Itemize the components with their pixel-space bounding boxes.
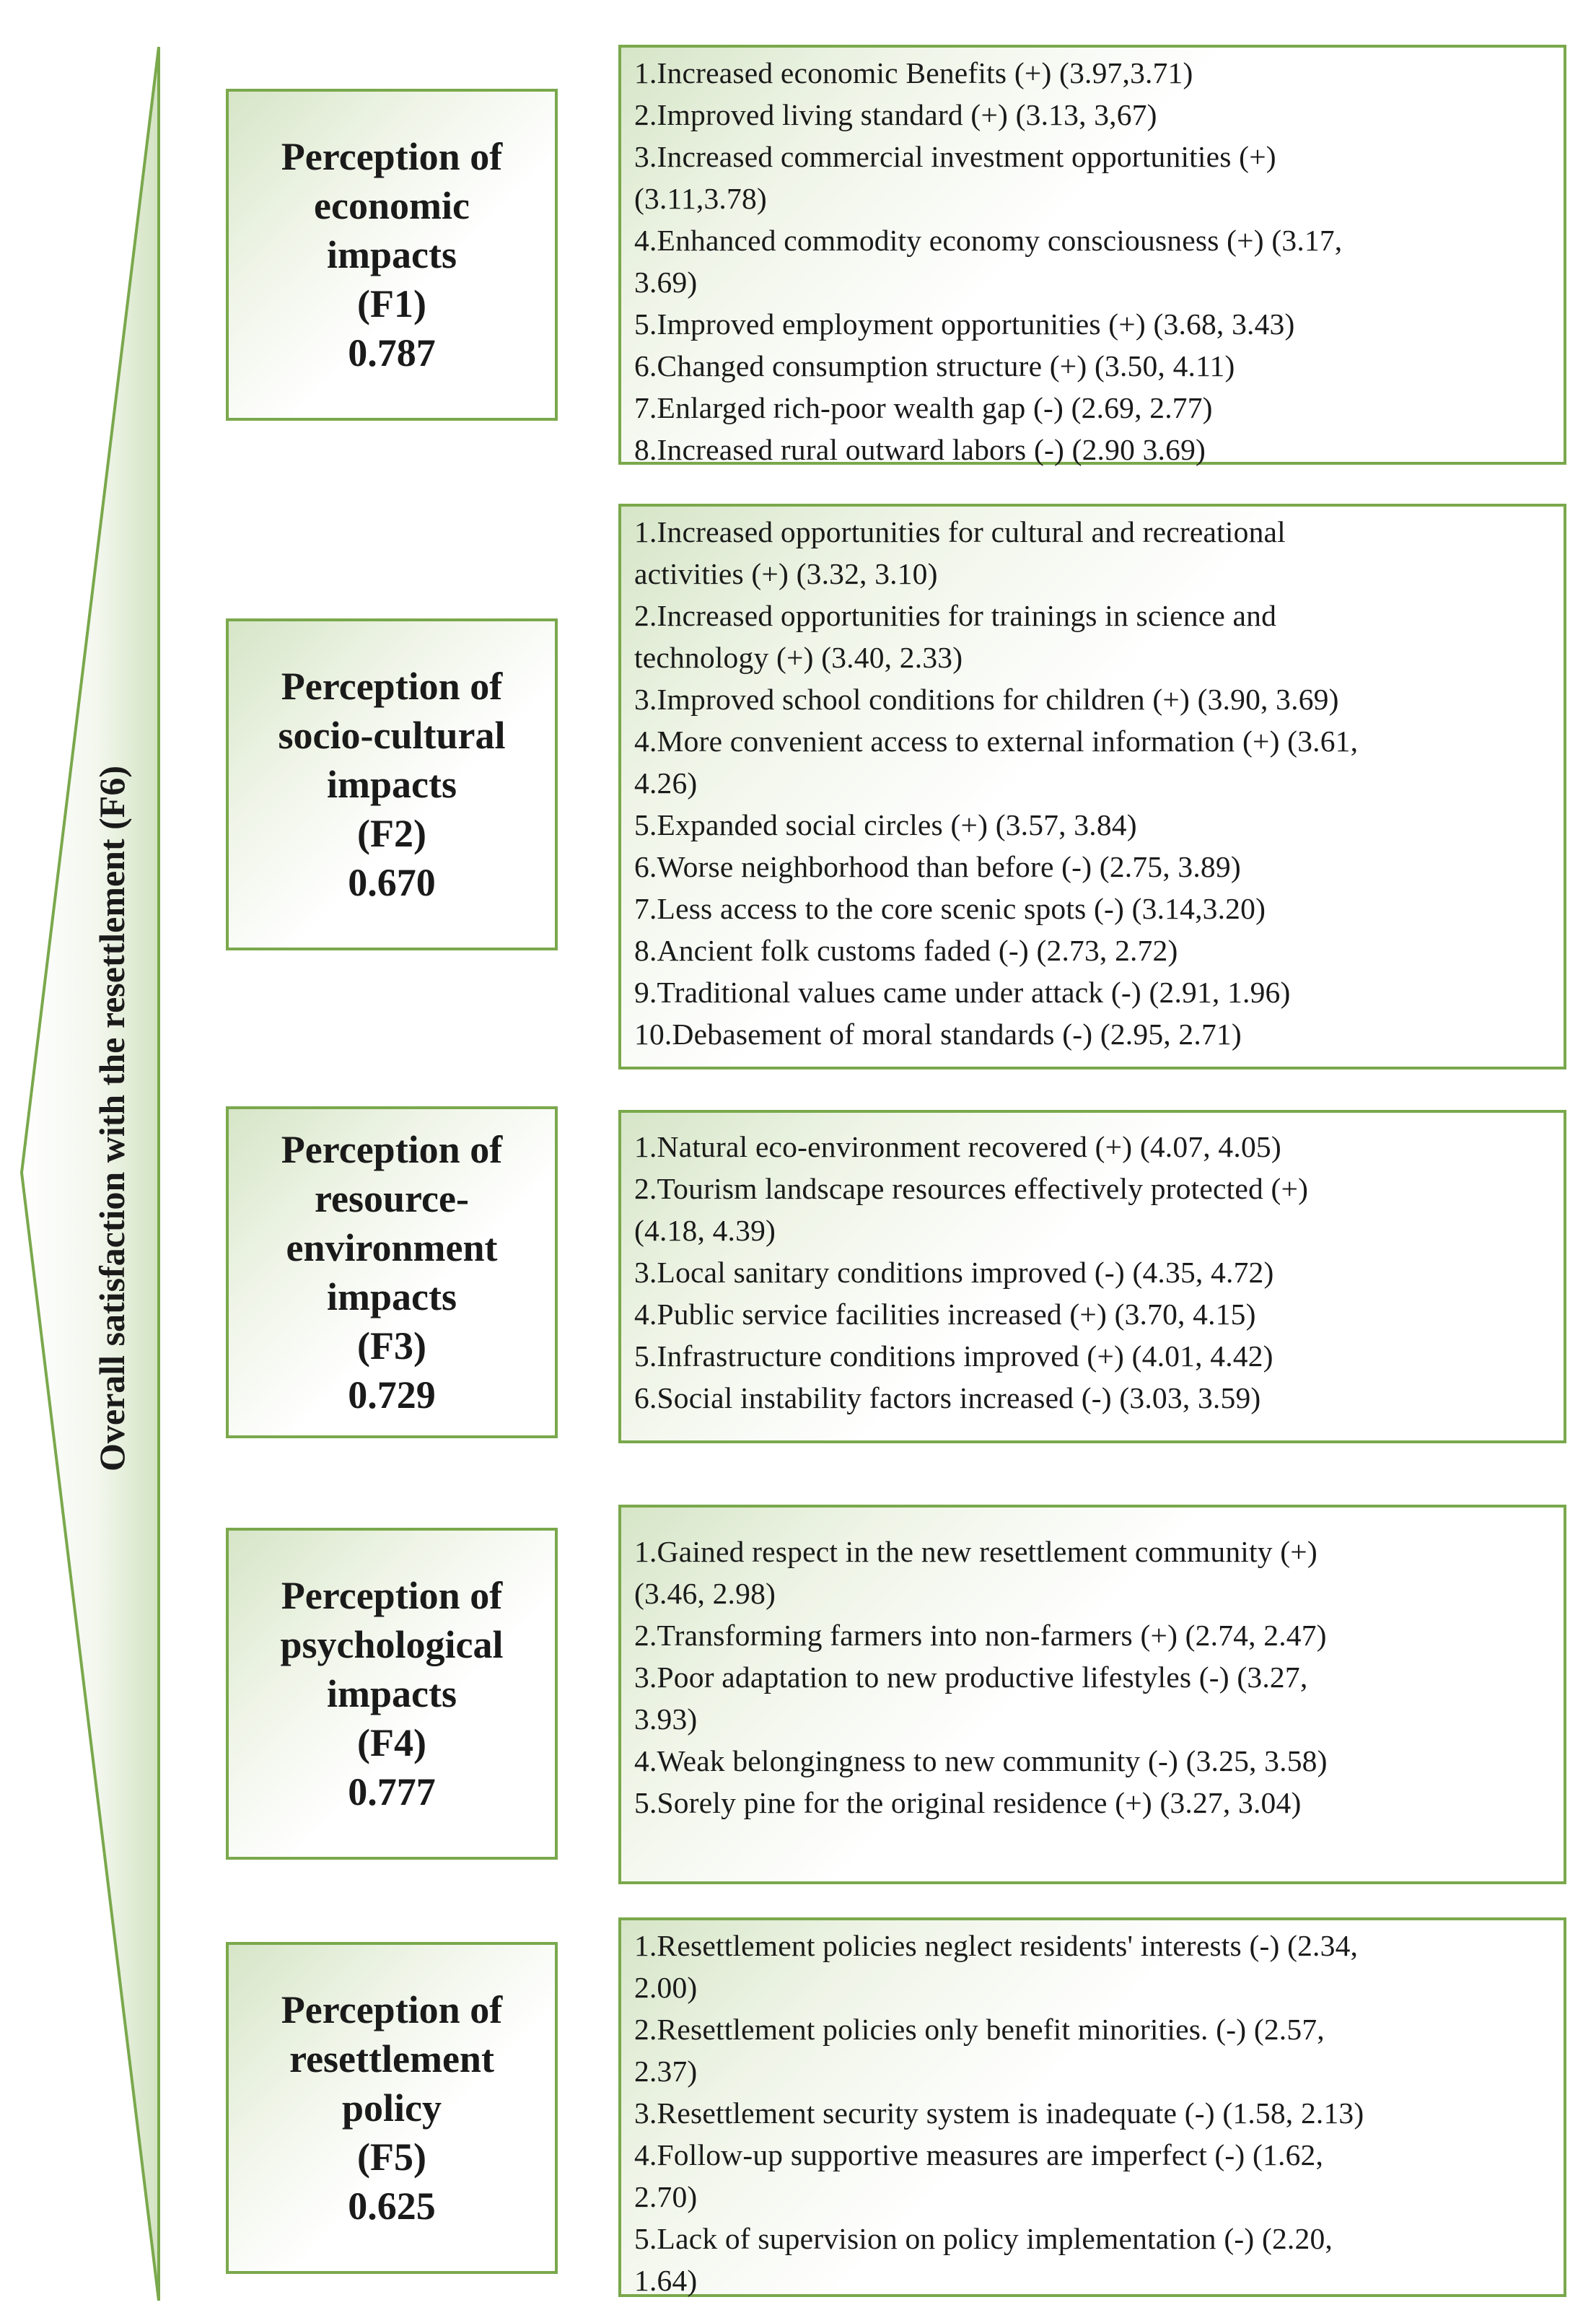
factor-value: 0.787 bbox=[348, 331, 436, 375]
item-line: 4.Follow-up supportive measures are impe… bbox=[634, 2138, 1324, 2171]
factor-title-line: Perception of bbox=[281, 1128, 503, 1171]
item-line: (4.18, 4.39) bbox=[634, 1214, 776, 1247]
item-line: 1.Gained respect in the new resettlement… bbox=[634, 1535, 1317, 1568]
item-line: 2.70) bbox=[634, 2180, 698, 2213]
factor-box-resource-environment: Perception of resource- environment impa… bbox=[226, 1106, 558, 1438]
factor-title-line: resource- bbox=[315, 1177, 469, 1220]
factor-box-psychological: Perception of psychological impacts (F4)… bbox=[226, 1528, 558, 1860]
item-line: 6.Changed consumption structure (+) (3.5… bbox=[634, 349, 1235, 382]
item-line: (3.46, 2.98) bbox=[634, 1577, 776, 1610]
item-line: 4.Weak belongingness to new community (-… bbox=[634, 1744, 1328, 1777]
items-box-psychological: 1.Gained respect in the new resettlement… bbox=[618, 1505, 1566, 1884]
item-line: 5.Infrastructure conditions improved (+)… bbox=[634, 1339, 1273, 1373]
item-line: activities (+) (3.32, 3.10) bbox=[634, 557, 938, 590]
item-line: 3.Improved school conditions for childre… bbox=[634, 683, 1339, 716]
items-box-resource-environment: 1.Natural eco-environment recovered (+) … bbox=[618, 1110, 1566, 1443]
factor-title-line: impacts bbox=[327, 1672, 457, 1715]
factor-title-line: impacts bbox=[327, 1275, 457, 1318]
factor-title-line: Perception of bbox=[281, 135, 503, 178]
factor-code: (F3) bbox=[357, 1324, 426, 1368]
factor-box-economic: Perception of economic impacts (F1) 0.78… bbox=[226, 89, 558, 421]
item-line: 4.Public service facilities increased (+… bbox=[634, 1298, 1256, 1331]
factor-code: (F1) bbox=[357, 282, 426, 325]
factor-title-line: economic bbox=[314, 184, 470, 227]
factor-code: (F2) bbox=[357, 812, 426, 855]
item-line: 4.More convenient access to external inf… bbox=[634, 725, 1359, 758]
item-line: 5.Improved employment opportunities (+) … bbox=[634, 307, 1295, 341]
factor-title-line: Perception of bbox=[281, 1574, 503, 1617]
wedge-shape bbox=[19, 46, 160, 2301]
item-line: 4.Enhanced commodity economy consciousne… bbox=[634, 224, 1343, 257]
item-line: 2.Improved living standard (+) (3.13, 3,… bbox=[634, 98, 1157, 131]
item-line: 1.Increased economic Benefits (+) (3.97,… bbox=[634, 56, 1193, 89]
item-line: 3.69) bbox=[634, 266, 698, 299]
factor-title-line: Perception of bbox=[281, 665, 503, 708]
item-line: 3.Local sanitary conditions improved (-)… bbox=[634, 1256, 1274, 1289]
item-line: 2.Transforming farmers into non-farmers … bbox=[634, 1619, 1327, 1652]
item-line: 3.Poor adaptation to new productive life… bbox=[634, 1661, 1308, 1694]
item-line: 1.Increased opportunities for cultural a… bbox=[634, 515, 1286, 548]
item-line: 2.37) bbox=[634, 2055, 698, 2088]
item-line: 2.Increased opportunities for trainings … bbox=[634, 599, 1277, 632]
factor-value: 0.625 bbox=[348, 2184, 436, 2228]
factor-title-line: resettlement bbox=[289, 2037, 494, 2081]
item-line: 7.Less access to the core scenic spots (… bbox=[634, 892, 1266, 925]
item-line: 5.Sorely pine for the original residence… bbox=[634, 1786, 1302, 1819]
items-box-resettlement-policy: 1.Resettlement policies neglect resident… bbox=[618, 1917, 1566, 2297]
item-line: 10.Debasement of moral standards (-) (2.… bbox=[634, 1018, 1242, 1051]
item-line: 8.Ancient folk customs faded (-) (2.73, … bbox=[634, 934, 1178, 967]
item-line: 2.Resettlement policies only benefit min… bbox=[634, 2013, 1325, 2046]
factor-title-line: policy bbox=[341, 2086, 442, 2130]
item-line: 4.26) bbox=[634, 766, 698, 800]
factor-box-socio-cultural: Perception of socio-cultural impacts (F2… bbox=[226, 618, 558, 950]
factor-title-line: impacts bbox=[327, 763, 457, 806]
item-line: technology (+) (3.40, 2.33) bbox=[634, 641, 963, 674]
item-line: 1.64) bbox=[634, 2264, 698, 2297]
factor-title-line: impacts bbox=[327, 233, 457, 276]
item-line: 5.Expanded social circles (+) (3.57, 3.8… bbox=[634, 808, 1137, 841]
item-line: 1.Resettlement policies neglect resident… bbox=[634, 1929, 1359, 1962]
item-line: (3.11,3.78) bbox=[634, 182, 767, 215]
item-line: 2.00) bbox=[634, 1971, 698, 2004]
factor-title-line: socio-cultural bbox=[278, 714, 506, 757]
items-box-economic: 1.Increased economic Benefits (+) (3.97,… bbox=[618, 45, 1566, 466]
item-line: 2.Tourism landscape resources effectivel… bbox=[634, 1172, 1309, 1205]
items-box-socio-cultural: 1.Increased opportunities for cultural a… bbox=[618, 504, 1566, 1069]
factor-code: (F5) bbox=[357, 2135, 426, 2179]
factor-value: 0.670 bbox=[348, 861, 436, 904]
item-line: 7.Enlarged rich-poor wealth gap (-) (2.6… bbox=[634, 391, 1213, 424]
factor-box-resettlement-policy: Perception of resettlement policy (F5) 0… bbox=[226, 1942, 558, 2274]
overall-satisfaction-label: Overall satisfaction with the resettleme… bbox=[92, 766, 132, 1471]
item-line: 6.Social instability factors increased (… bbox=[634, 1381, 1261, 1414]
item-line: 3.Resettlement security system is inadeq… bbox=[634, 2096, 1364, 2130]
factor-code: (F4) bbox=[357, 1721, 426, 1764]
factor-title-line: psychological bbox=[280, 1623, 504, 1666]
item-line: 8.Increased rural outward labors (-) (2.… bbox=[634, 433, 1206, 466]
item-line: 9.Traditional values came under attack (… bbox=[634, 976, 1291, 1009]
factor-title-line: Perception of bbox=[281, 1988, 503, 2031]
item-line: 1.Natural eco-environment recovered (+) … bbox=[634, 1130, 1281, 1163]
item-line: 6.Worse neighborhood than before (-) (2.… bbox=[634, 850, 1241, 883]
factor-value: 0.777 bbox=[348, 1770, 436, 1814]
item-line: 3.Increased commercial investment opport… bbox=[634, 140, 1276, 173]
item-line: 5.Lack of supervision on policy implemen… bbox=[634, 2222, 1333, 2255]
factor-title-line: environment bbox=[286, 1226, 498, 1269]
factor-value: 0.729 bbox=[348, 1373, 436, 1417]
item-line: 3.93) bbox=[634, 1702, 698, 1736]
